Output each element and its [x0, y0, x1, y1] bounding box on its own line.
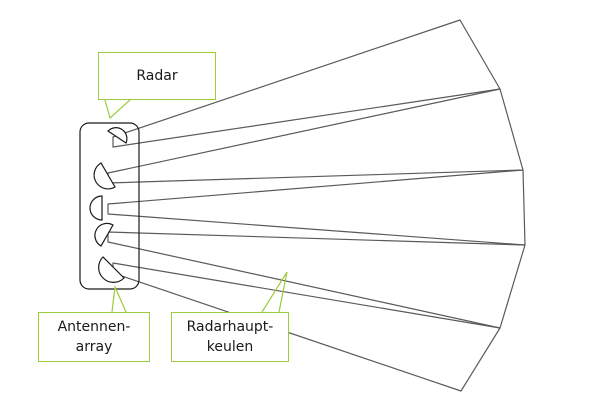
antenna-element-2	[93, 162, 116, 190]
lobes-callout-pointer	[261, 271, 288, 313]
antenna-array-housing	[79, 122, 140, 290]
radar-main-lobes	[107, 19, 526, 392]
radar-label: Radar	[98, 52, 216, 100]
antenna-element-4	[94, 222, 114, 247]
antenna-element-5	[98, 256, 125, 283]
main-lobes-label: Radarhaupt- keulen	[171, 312, 289, 362]
radar-callout-pointer	[104, 99, 131, 120]
antenna-array-label: Antennen- array	[38, 312, 150, 362]
antenna-element-3	[89, 195, 103, 221]
antenna-element-1	[107, 127, 128, 144]
beam-2	[107, 88, 524, 184]
antenna-elements	[89, 127, 128, 283]
antenna-callout-pointer	[111, 284, 127, 313]
